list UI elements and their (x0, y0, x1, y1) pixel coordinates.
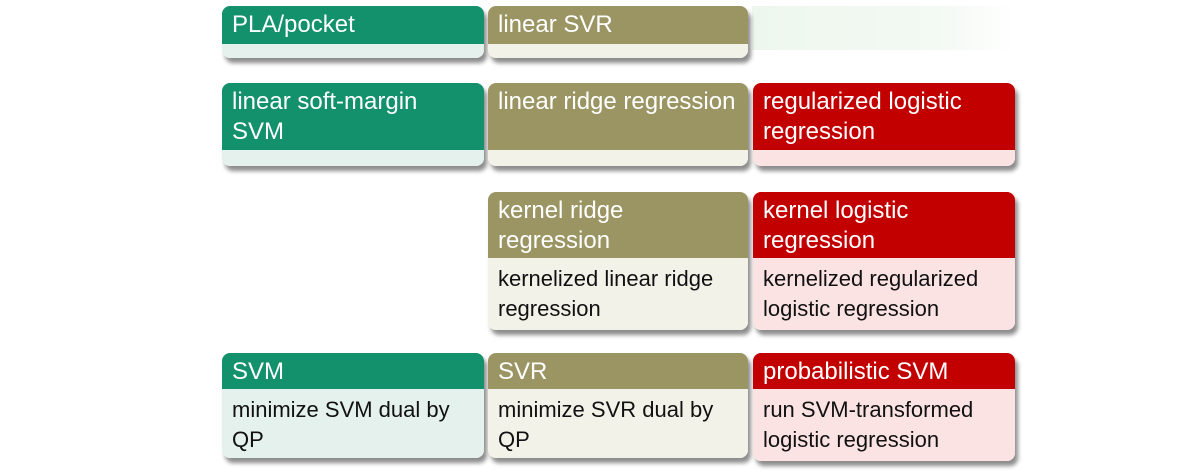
card-body (222, 150, 484, 166)
card-body (222, 44, 484, 58)
card-body (488, 44, 748, 58)
card-kernel-ridge-regression: kernel ridge regression kernelized linea… (488, 192, 748, 330)
card-linear-soft-margin-svm: linear soft-margin SVM (222, 83, 484, 166)
empty-cell-placeholder (752, 6, 1016, 50)
card-title: kernel ridge regression (488, 192, 748, 258)
card-linear-svr: linear SVR (488, 6, 748, 58)
card-title: linear ridge regression (488, 83, 748, 150)
card-regularized-logistic-regression: regularized logistic regression (753, 83, 1015, 166)
card-body: minimize SVM dual by QP (222, 389, 484, 458)
card-body: kernelized linear ridge regression (488, 258, 748, 330)
card-title: linear soft-margin SVM (222, 83, 484, 150)
card-title: kernel logistic regression (753, 192, 1015, 258)
card-title: SVM (222, 353, 484, 389)
card-kernel-logistic-regression: kernel logistic regression kernelized re… (753, 192, 1015, 330)
card-title: probabilistic SVM (753, 353, 1015, 389)
card-body: run SVM-transformed logistic regression (753, 389, 1015, 461)
card-title: SVR (488, 353, 748, 389)
card-body (753, 150, 1015, 166)
card-title: regularized logistic regression (753, 83, 1015, 150)
card-probabilistic-svm: probabilistic SVM run SVM-transformed lo… (753, 353, 1015, 461)
card-linear-ridge-regression: linear ridge regression (488, 83, 748, 166)
card-body: minimize SVR dual by QP (488, 389, 748, 458)
card-svr: SVR minimize SVR dual by QP (488, 353, 748, 458)
card-body (488, 150, 748, 166)
card-title: linear SVR (488, 6, 748, 44)
card-pla-pocket: PLA/pocket (222, 6, 484, 58)
card-svm: SVM minimize SVM dual by QP (222, 353, 484, 458)
card-title: PLA/pocket (222, 6, 484, 44)
card-body: kernelized regularized logistic regressi… (753, 258, 1015, 330)
